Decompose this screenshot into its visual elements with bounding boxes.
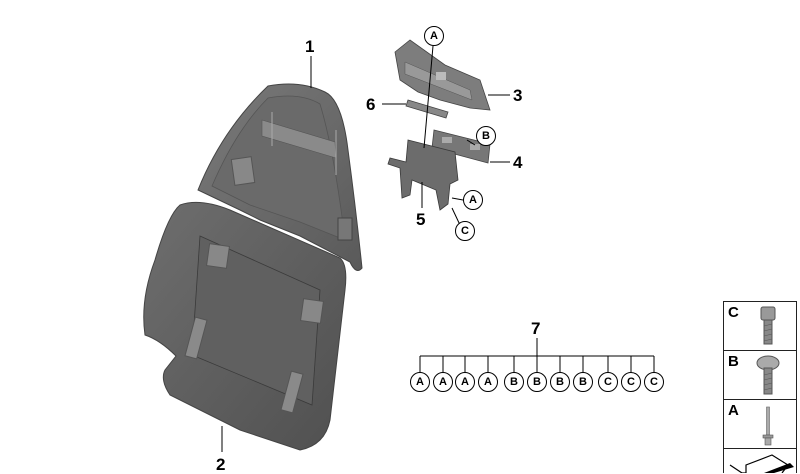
legend-row-a: A <box>723 399 797 449</box>
kit-item: A <box>455 372 475 392</box>
part-1-upper-panel <box>197 83 363 271</box>
part-5-support <box>387 139 459 211</box>
kit-item: B <box>550 372 570 392</box>
callout-1: 1 <box>305 37 315 56</box>
kit-7-tree <box>419 338 655 373</box>
socket-head-cap-screw-icon <box>760 306 776 345</box>
part-3-bracket <box>394 39 491 111</box>
part-2-lower-panel <box>143 201 347 451</box>
legend-letter: A <box>728 402 739 419</box>
kit-item: A <box>433 372 453 392</box>
legend-row-b: B <box>723 350 797 400</box>
kit-item: C <box>621 372 641 392</box>
legend-letter: B <box>728 353 739 370</box>
blind-rivet-icon <box>762 406 774 446</box>
kit-item: A <box>410 372 430 392</box>
button-head-screw-icon <box>756 355 780 395</box>
legend-letter: C <box>728 304 739 321</box>
fastener-ref-c-part5: C <box>455 221 475 241</box>
fastener-ref-a-part5: A <box>463 190 483 210</box>
kit-item: C <box>644 372 664 392</box>
callout-3: 3 <box>513 86 523 105</box>
kit-item: A <box>478 372 498 392</box>
callout-6: 6 <box>366 95 376 114</box>
fastener-legend: C B A <box>723 301 797 473</box>
kit-item: B <box>527 372 547 392</box>
legend-row-c: C <box>723 301 797 351</box>
kit-item: B <box>573 372 593 392</box>
kit-item: C <box>598 372 618 392</box>
fastener-ref-a-part3: A <box>424 26 444 46</box>
callout-4: 4 <box>513 153 523 172</box>
kit-item: B <box>504 372 524 392</box>
wedge-block-icon <box>729 454 794 473</box>
callout-5: 5 <box>416 210 426 229</box>
callout-2: 2 <box>216 455 226 474</box>
callout-7: 7 <box>531 319 541 338</box>
legend-row-wedge <box>723 448 797 473</box>
part-4-plate <box>431 129 491 164</box>
fastener-ref-b-part4: B <box>476 126 496 146</box>
